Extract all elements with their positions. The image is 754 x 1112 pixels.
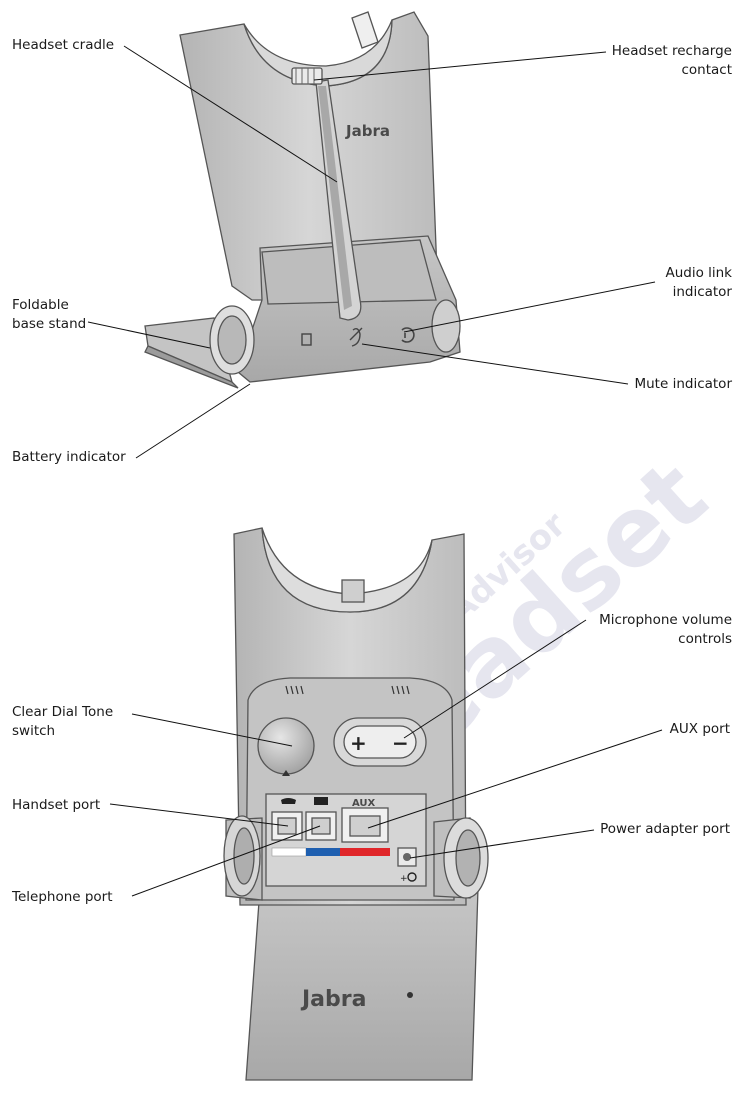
label-line: contact — [681, 62, 732, 78]
leader-aux-port — [367, 729, 663, 829]
label-headset-recharge-contact: Headset recharge contact — [612, 42, 732, 80]
label-line: controls — [678, 631, 732, 647]
leader-power-adapter — [409, 829, 595, 859]
leader-telephone-port — [131, 825, 321, 897]
leader-mute — [361, 343, 629, 385]
brand-logo-bottom: Jabra — [300, 987, 366, 1012]
label-audio-link-indicator: Audio link indicator — [665, 264, 732, 302]
label-line: Microphone volume — [599, 612, 732, 628]
label-line: Headset recharge — [611, 43, 732, 59]
label-microphone-volume-controls: Microphone volume controls — [599, 611, 732, 649]
leader-audio-link — [403, 281, 656, 333]
svg-text:+: + — [400, 874, 408, 884]
clear-dial-tone-switch — [257, 717, 315, 775]
base-rear-view: + − + — [223, 527, 489, 1081]
label-line: base stand — [12, 316, 87, 332]
fold-out-stand — [245, 887, 479, 1081]
battery-indicator-icon — [301, 333, 312, 346]
volume-plus-icon: + — [350, 731, 367, 755]
label-line: switch — [12, 723, 56, 739]
aux-port-label: AUX — [352, 798, 376, 809]
leader-headset-cradle — [123, 45, 338, 183]
base-front-view — [144, 11, 461, 389]
telephone-icon — [314, 797, 328, 805]
volume-minus-icon: − — [392, 731, 409, 755]
leader-recharge-contact — [313, 51, 607, 81]
handset-stripe — [271, 847, 307, 857]
leader-handset-port — [109, 803, 289, 827]
leader-mic-volume — [403, 619, 587, 739]
label-power-adapter-port: Power adapter port — [600, 821, 730, 837]
label-aux-port: AUX port — [669, 721, 730, 737]
leader-battery — [135, 383, 251, 459]
mute-indicator-icon — [349, 327, 363, 347]
label-handset-port: Handset port — [12, 797, 101, 813]
leader-clear-dial-tone — [131, 713, 293, 747]
label-line: Audio link — [665, 265, 732, 281]
label-clear-dial-tone-switch: Clear Dial Tone switch — [12, 703, 113, 741]
leader-foldable-base — [87, 321, 211, 349]
label-foldable-base-stand: Foldable base stand — [12, 296, 86, 334]
label-headset-cradle: Headset cradle — [12, 37, 115, 53]
aux-stripe — [340, 848, 390, 856]
brand-logo-dot — [407, 992, 413, 998]
label-line: indicator — [672, 284, 732, 300]
label-line: Clear Dial Tone — [12, 704, 114, 720]
label-battery-indicator: Battery indicator — [12, 449, 126, 465]
label-telephone-port: Telephone port — [12, 889, 113, 905]
telephone-stripe — [306, 848, 340, 856]
brand-logo-top: Jabra — [345, 122, 390, 140]
label-line: Foldable — [12, 297, 69, 313]
label-mute-indicator: Mute indicator — [634, 376, 732, 392]
leader-lines — [87, 45, 663, 897]
audio-link-indicator-icon — [401, 327, 415, 343]
handset-icon — [281, 798, 296, 804]
